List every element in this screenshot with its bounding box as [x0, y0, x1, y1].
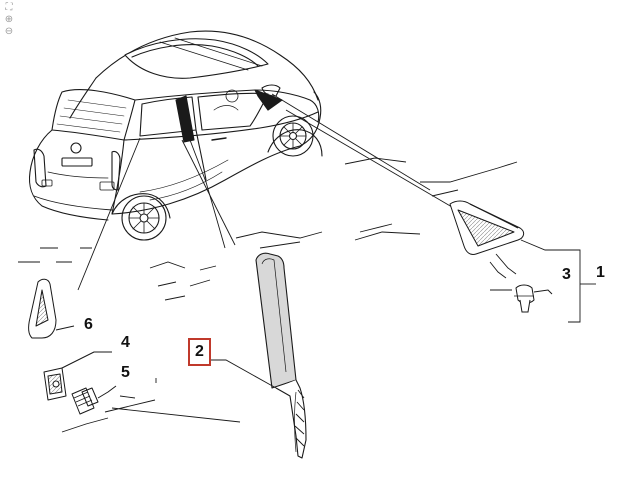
part-6-corner-trim[interactable] [28, 278, 75, 339]
callout-part-1[interactable]: 1 [596, 264, 605, 281]
part-5-screw[interactable] [71, 385, 117, 415]
callout-part-2[interactable]: 2 [188, 338, 211, 366]
callout-part-3[interactable]: 3 [562, 266, 571, 283]
callout-part-4[interactable]: 4 [121, 334, 130, 351]
part-2-leader [210, 359, 277, 389]
part-3-clip[interactable] [514, 284, 553, 313]
part-2-b-pillar-trim[interactable] [255, 252, 307, 459]
fit-to-window-icon[interactable]: ⛶ [5, 2, 13, 13]
callout-part-6[interactable]: 6 [84, 316, 93, 333]
part-1-bracket-lines [489, 239, 596, 323]
leader-lines [18, 93, 518, 433]
car-illustration [28, 30, 323, 241]
zoom-in-icon[interactable]: ⊕ [4, 14, 14, 25]
part-1-triangle-trim[interactable] [449, 200, 525, 255]
callout-part-5[interactable]: 5 [121, 364, 130, 381]
zoom-out-icon[interactable]: ⊖ [4, 26, 14, 37]
part-4-retainer[interactable] [43, 351, 112, 401]
zoom-toolbar: ⛶ ⊕ ⊖ [3, 2, 15, 38]
